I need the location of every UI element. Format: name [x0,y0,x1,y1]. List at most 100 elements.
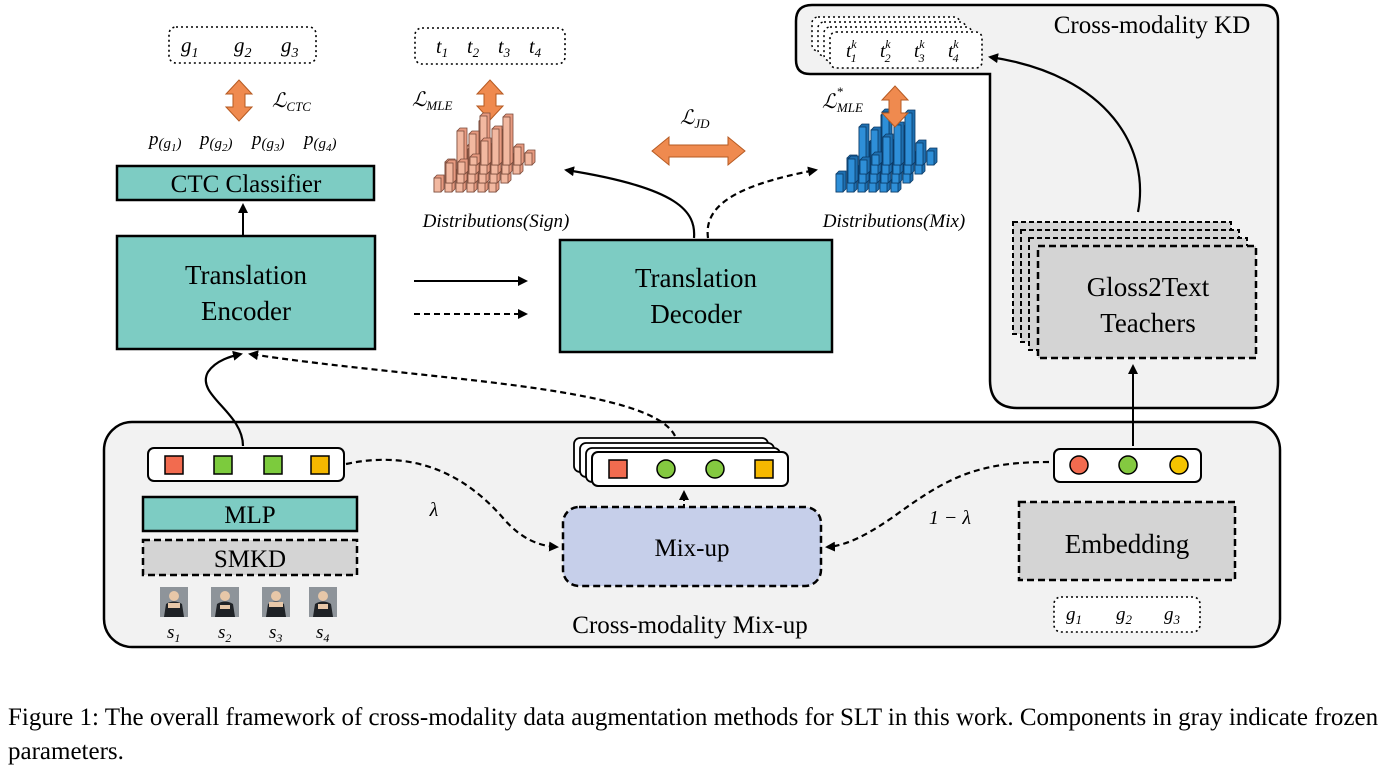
distribution-bar-face [871,154,880,166]
decoder-to-mix-arrow [706,166,818,239]
mixup-box [561,505,823,588]
gloss-box-bottom [1053,596,1201,633]
mix-distribution-label: Distributions(Mix) [822,211,966,232]
framework-svg: Cross-modality KD g1 g2 g3 ℒCTC p(g1) p(… [102,3,1282,649]
gloss-to-mixup-dashed-arrow [825,460,1050,552]
target-t1: t1 [436,36,448,60]
jd-loss-arrow [651,135,746,167]
target-box [414,27,566,65]
distribution-bar-face [859,159,868,175]
sign-frame-3 [262,587,290,617]
sign-feature-green-1 [213,455,233,475]
distribution-bar-face [513,146,522,166]
distribution-bar-face [847,158,856,184]
translation-encoder-box [115,234,377,351]
gloss-g2: g2 [234,33,252,61]
translation-decoder-box [558,238,834,354]
gloss-g3: g3 [281,33,299,61]
sign-label-s3: s3 [269,622,282,645]
prob-g4: p(g4) [302,129,337,154]
target-t3: t3 [498,36,511,60]
distribution-bar-face [882,136,891,166]
gloss2text-teachers-box [1036,244,1258,360]
smkd-box [141,538,359,577]
kd-panel-title: Cross-modality KD [1054,12,1251,39]
distribution-bar-face [457,161,466,175]
encoder-label-line1: Translation [185,260,308,290]
smkd-label: SMKD [214,546,286,573]
mixed-feature-green-circle-2 [705,459,725,479]
gloss-box-top [168,26,317,64]
sign-to-mixup-dashed-arrow [345,458,559,552]
target-t4: t4 [529,36,542,60]
ctc-classifier-label: CTC Classifier [171,171,322,198]
decoder-label-line2: Decoder [650,299,741,329]
mix-mle-loss-arrow [880,85,910,128]
distribution-bar-face [835,173,844,193]
mixed-to-encoder-dashed-arrow [248,350,676,437]
prob-row: p(g1) p(g2) p(g3) p(g4) [147,129,337,154]
teachers-label-line1: Gloss2Text [1087,272,1210,302]
distribution-bar-face [480,140,489,166]
sign-feature-red [164,455,184,475]
framework-diagram: Cross-modality KD g1 g2 g3 ℒCTC p(g1) p(… [102,3,1282,649]
target-t2: t2 [467,36,480,60]
sign-frame-2 [211,587,239,617]
mixed-feature-red-square [608,459,628,479]
embedding-box [1017,500,1237,582]
distribution-bar-face [858,126,867,184]
distribution-bar-face [915,142,924,166]
decoder-label-line1: Translation [635,263,758,293]
sign-distribution-plot [433,112,536,193]
gloss-embedding-red-circle [1069,455,1089,475]
prob-g1: p(g1) [147,129,182,154]
mixed-feature-yellow-square [754,459,774,479]
mlp-label: MLP [224,502,275,529]
decoder-to-sign-arrow [564,166,696,239]
gloss-bottom-g1: g1 [1066,604,1082,627]
figure-caption: Figure 1: The overall framework of cross… [8,704,1379,765]
mixup-label: Mix-up [655,535,730,562]
gloss-embedding-yellow-circle [1169,455,1189,475]
sign-frame-1 [160,587,188,617]
gloss-embedding-green-circle [1118,455,1138,475]
mix-distribution-plot [835,108,938,193]
mlp-box [141,495,359,533]
lambda-label: λ [429,499,439,521]
teacher-output-box [829,31,983,69]
teachers-label-line2: Teachers [1100,308,1196,338]
mixup-panel-title: Cross-modality Mix-up [572,612,807,639]
distribution-bar-face [469,156,478,166]
mle-loss-label: ℒMLE [412,89,452,113]
distribution-bar-face [456,130,465,184]
sign-frame-4 [309,587,337,617]
distribution-bar-face [926,150,935,166]
one-minus-lambda-label: 1 − λ [929,507,971,529]
gloss-bottom-g3: g3 [1164,604,1181,627]
distribution-bar-face [433,177,442,193]
sign-to-encoder-arrow [204,350,245,447]
mixed-feature-green-circle-1 [656,459,676,479]
distribution-bar-face [491,128,500,166]
distribution-bar-face [502,116,511,166]
gloss-bottom-g2: g2 [1116,604,1133,627]
sign-feature-yellow [310,455,330,475]
sign-feature-box [147,447,345,482]
sign-distribution-label: Distributions(Sign) [422,211,570,232]
distribution-bar-face [445,162,454,184]
distribution-bar-face [893,124,902,166]
ctc-loss-arrow [224,79,254,122]
teachers-to-output-arrow [988,53,1142,213]
mix-mle-loss-label: ℒ*MLE [822,84,863,115]
encoder-label-line2: Encoder [201,296,291,326]
sign-label-s4: s4 [316,622,329,645]
distribution-bar-face [904,112,913,166]
embedding-label: Embedding [1065,529,1189,559]
prob-g3: p(g3) [250,129,285,154]
distribution-bar-face [524,152,533,166]
sign-feature-green-2 [263,455,283,475]
